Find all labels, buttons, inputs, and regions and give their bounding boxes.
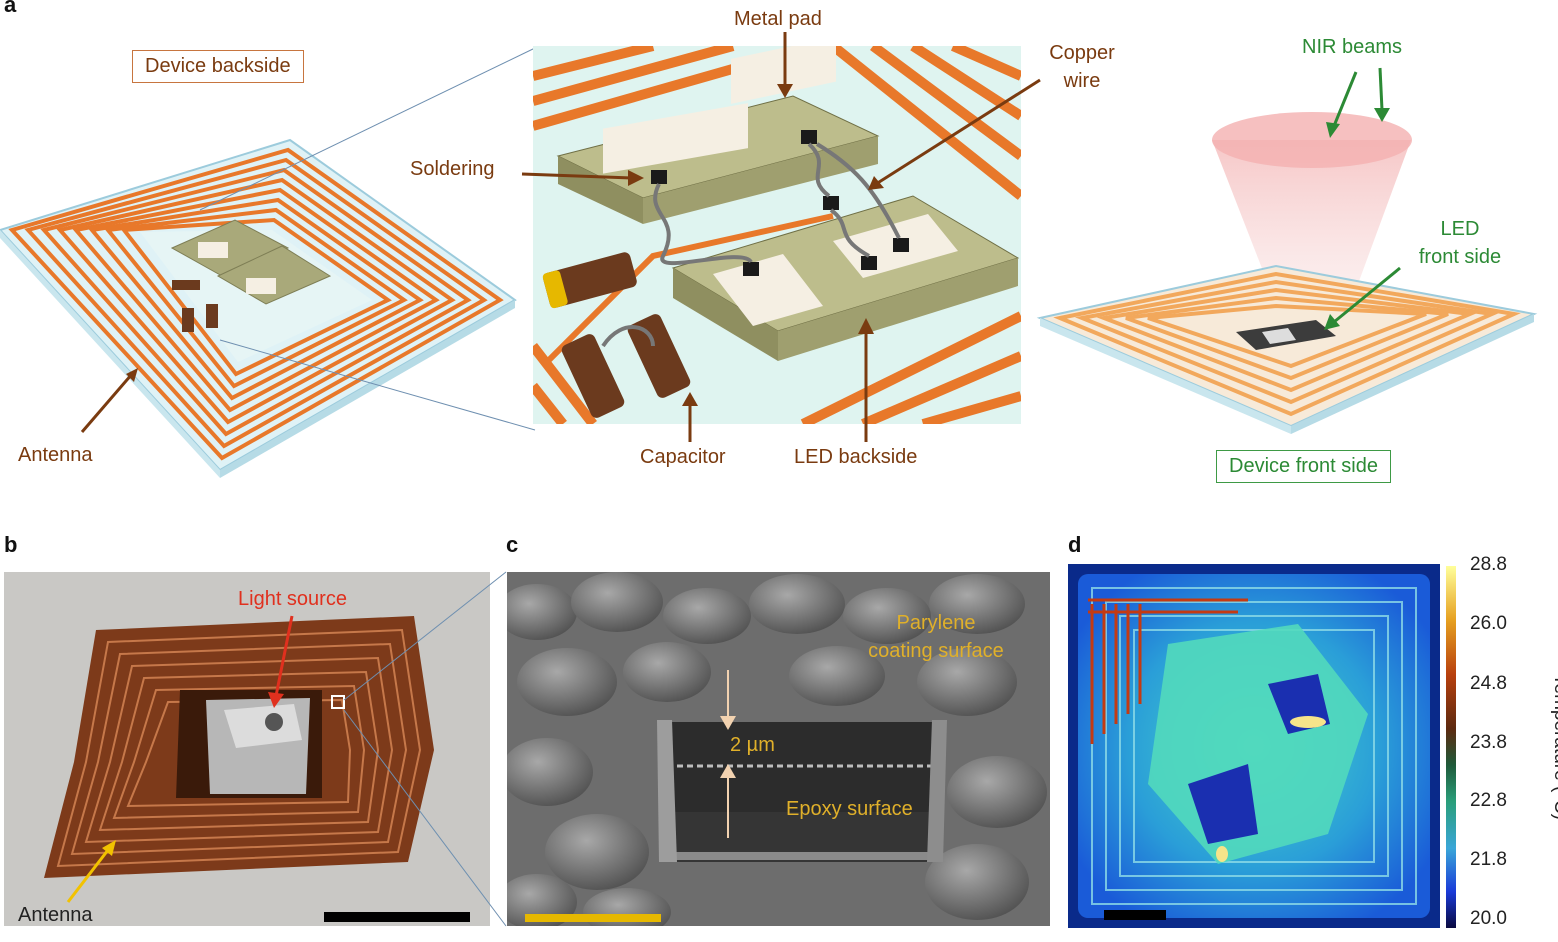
led-backside-label: LED backside [794, 446, 918, 468]
nir-beam-arrows [1326, 67, 1390, 138]
colorbar-tick: 22.8 [1470, 790, 1507, 811]
colorbar-tick: 21.8 [1470, 849, 1507, 870]
antenna-arrow-b [66, 840, 116, 903]
led-front-side-arrow [1324, 266, 1401, 330]
sem-image [507, 572, 1050, 926]
device-photo [4, 572, 490, 926]
panel-letter-c: c [506, 532, 519, 557]
soldering-label: Soldering [410, 158, 495, 180]
colorbar-tick: 26.0 [1470, 613, 1507, 634]
zoomed-circuit-illustration [533, 46, 1021, 424]
parylene-label-line1: Parylene [896, 612, 976, 634]
led-backside-arrow [858, 318, 874, 442]
antenna-label-a: Antenna [18, 444, 93, 466]
capacitor-arrow [682, 392, 698, 442]
soldering-arrow [521, 170, 644, 186]
copper-wire-arrow [868, 78, 1041, 190]
panel-letter-b: b [4, 532, 18, 557]
device-front-side-illustration [1036, 112, 1538, 434]
panel-letter-a: a [4, 0, 17, 17]
antenna-device-backside-illustration [0, 138, 517, 478]
metal-pad-label: Metal pad [734, 8, 822, 30]
device-front-side-label: Device front side [1216, 450, 1391, 483]
thickness-label: 2 µm [730, 734, 775, 756]
colorbar-tick: 20.0 [1470, 908, 1507, 929]
zoom-lines-bc [343, 571, 507, 927]
epoxy-label: Epoxy surface [786, 798, 913, 820]
colorbar-label: Temperature (°C) [1550, 674, 1558, 820]
copper-wire-label-line1: Copper [1049, 42, 1115, 64]
colorbar-tick: 23.8 [1470, 732, 1507, 753]
parylene-label-line2: coating surface [868, 640, 1004, 662]
light-source-arrow [268, 615, 294, 708]
thickness-arrows [720, 670, 736, 838]
capacitor-label: Capacitor [640, 446, 726, 468]
antenna-label-b: Antenna [18, 904, 93, 926]
nir-beams-label: NIR beams [1302, 36, 1403, 58]
copper-wire-label-line2: wire [1063, 70, 1101, 92]
light-source-label: Light source [238, 588, 347, 610]
metal-pad-arrow [777, 32, 793, 98]
temperature-colorbar [1446, 566, 1456, 928]
colorbar-tick: 28.8 [1470, 554, 1507, 575]
zoom-lines-a [199, 47, 536, 431]
antenna-arrow-a [80, 368, 138, 433]
thermal-image [1068, 564, 1440, 928]
led-front-side-label-line1: LED [1440, 218, 1480, 240]
panel-letter-d: d [1068, 532, 1082, 557]
device-backside-label: Device backside [132, 50, 304, 83]
colorbar-tick: 24.8 [1470, 673, 1507, 694]
led-front-side-label-line2: front side [1418, 246, 1502, 268]
